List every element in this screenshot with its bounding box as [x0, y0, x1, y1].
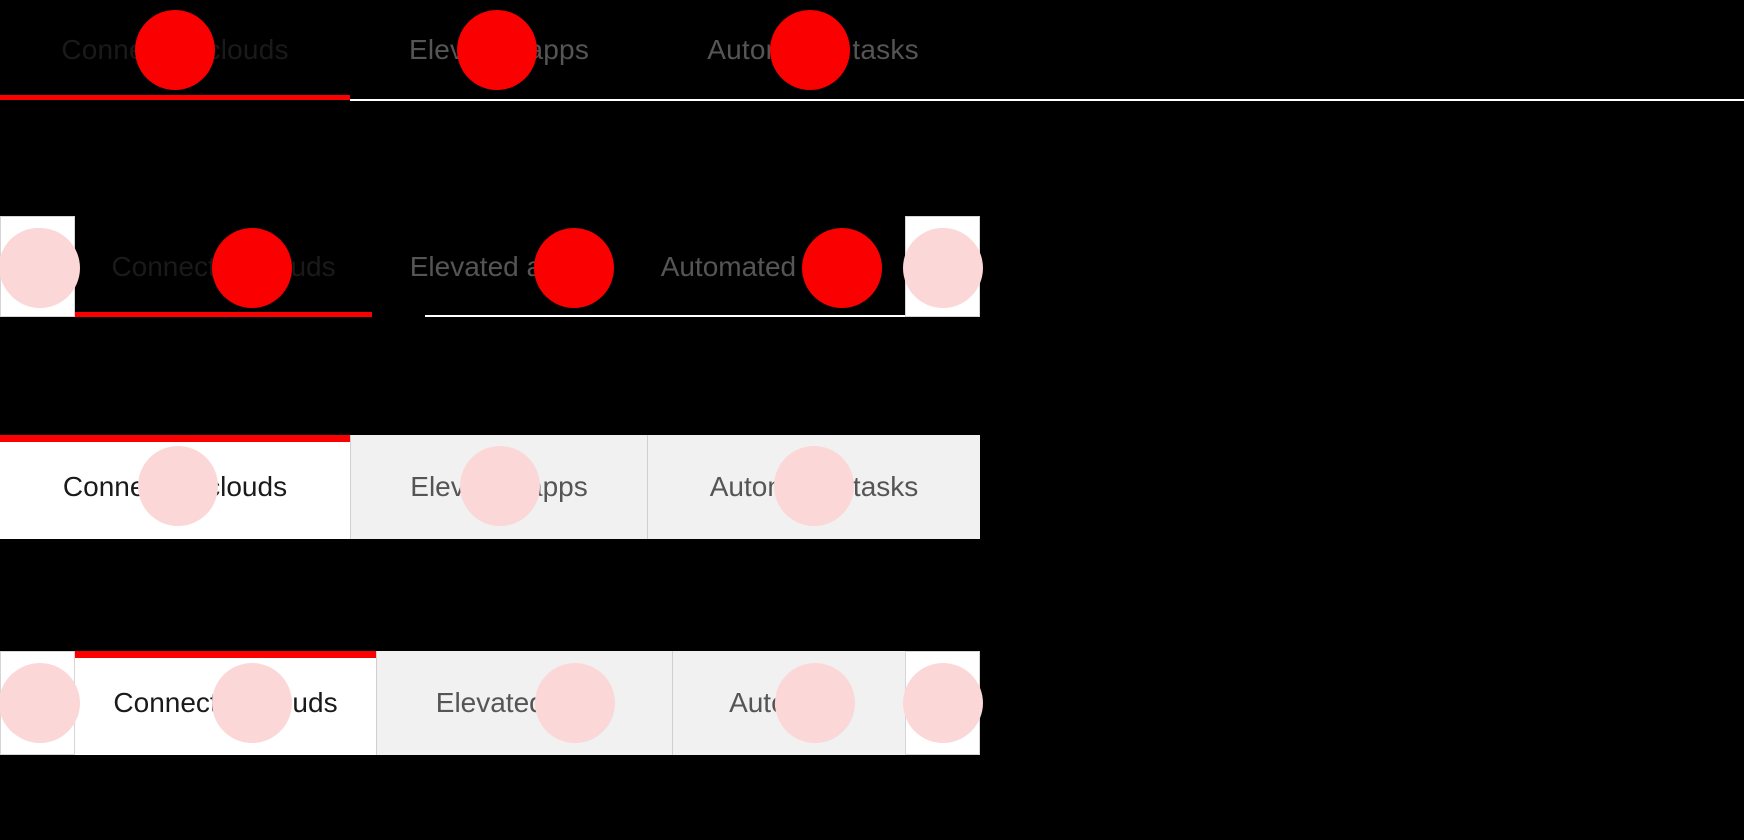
- tab-label: Elevated apps: [409, 250, 588, 282]
- tab-elevated-apps[interactable]: Elevated apps: [372, 216, 625, 317]
- tab-connected-clouds[interactable]: Connected clouds: [0, 435, 351, 539]
- tabstrip-baseline: [350, 99, 1744, 101]
- tab-elevated-apps[interactable]: Elevated apps: [350, 0, 648, 100]
- chevron-right-icon: [936, 693, 949, 713]
- scroll-left-button[interactable]: [0, 651, 77, 755]
- tabbar-variant-underline: Connected clouds Elevated apps Automated…: [0, 0, 1744, 104]
- tabstrip: Connected clouds Elevated apps Automate: [0, 651, 982, 755]
- tabstrip-baseline: [425, 315, 905, 317]
- tab-connected-clouds[interactable]: Connected clouds: [0, 0, 350, 100]
- tab-label: Automated tasks: [707, 34, 919, 65]
- tabbar-variant-boxed: Connected clouds Elevated apps Automated…: [0, 435, 980, 540]
- tab-label: Automated tasks: [709, 471, 919, 502]
- tabstrip: Connected clouds Elevated apps Automated…: [0, 0, 1744, 100]
- tab-label: Connected clouds: [62, 471, 288, 502]
- tab-automated-tasks[interactable]: Automated tasks: [625, 216, 905, 317]
- tab-label: Connected clouds: [113, 687, 338, 718]
- tabbar-variant-boxed-with-arrows: Connected clouds Elevated apps Automate: [0, 651, 982, 756]
- tab-automated-tasks[interactable]: Automate: [673, 651, 905, 755]
- tab-automated-tasks[interactable]: Automated tasks: [648, 0, 978, 100]
- tab-elevated-apps[interactable]: Elevated apps: [351, 435, 648, 539]
- tab-automated-tasks[interactable]: Automated tasks: [648, 435, 980, 539]
- scroll-right-button[interactable]: [903, 651, 982, 755]
- tab-label: Elevated apps: [408, 34, 590, 65]
- chevron-left-icon: [31, 693, 43, 713]
- chevron-left-icon: [31, 256, 43, 277]
- tab-label: Connected clouds: [111, 250, 336, 282]
- tab-elevated-apps[interactable]: Elevated apps: [377, 651, 673, 755]
- tab-connected-clouds[interactable]: Connected clouds: [75, 651, 377, 755]
- tab-label: Automate: [729, 687, 849, 718]
- tab-label: Elevated apps: [410, 471, 588, 502]
- tabbar-variant-underline-with-arrows: Connected clouds Elevated apps Automated…: [0, 216, 982, 320]
- tab-label: Connected clouds: [61, 34, 289, 65]
- tabstrip-scroll-viewport: Connected clouds Elevated apps Automated…: [75, 216, 905, 317]
- scroll-left-button[interactable]: [0, 216, 77, 317]
- scroll-right-button[interactable]: [903, 216, 982, 317]
- tab-label: Automated tasks: [660, 250, 870, 282]
- chevron-right-icon: [936, 256, 949, 277]
- tab-label: Elevated apps: [435, 687, 614, 718]
- tab-connected-clouds[interactable]: Connected clouds: [75, 216, 373, 317]
- tabstrip: Connected clouds Elevated apps Automated…: [0, 435, 980, 539]
- tabstrip: Connected clouds Elevated apps Automated…: [0, 216, 982, 317]
